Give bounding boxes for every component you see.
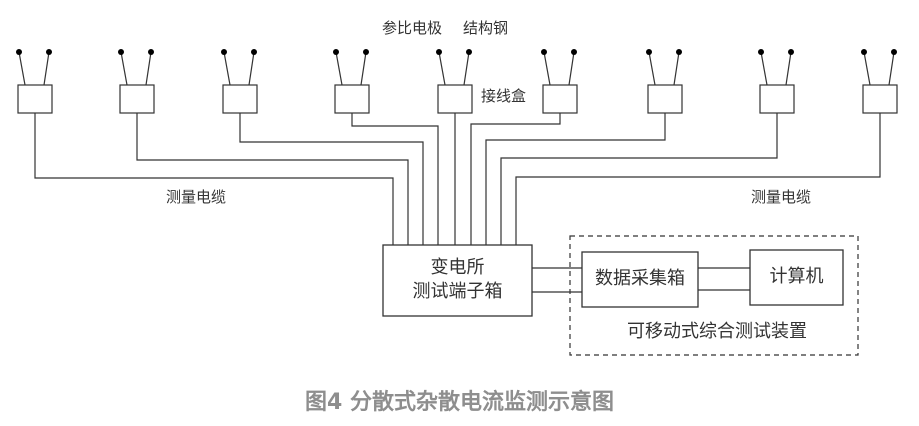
structural-steel-terminal <box>46 49 52 55</box>
measurement-cable <box>239 113 424 245</box>
junction-box-group <box>646 49 683 114</box>
measurement-cable <box>470 113 561 245</box>
reference-electrode-terminal <box>861 49 867 55</box>
mobile-device-label: 可移动式综合测试装置 <box>627 321 807 342</box>
mobile-device-frame <box>569 235 859 356</box>
terminal-box-label: 变电所 测试端子箱 <box>383 256 532 304</box>
reference-electrode-terminal <box>221 49 227 55</box>
structural-steel-terminal <box>676 49 682 55</box>
electrode-lead <box>335 51 343 86</box>
structural-steel-terminal <box>788 49 794 55</box>
electrode-lead <box>760 51 768 86</box>
junction-box-group <box>758 49 795 114</box>
junction-box-group <box>861 49 898 114</box>
measurement-cable <box>515 113 881 245</box>
structural-steel-terminal <box>571 49 577 55</box>
cable-label-right: 测量电缆 <box>751 188 812 206</box>
structural-steel-terminal <box>891 49 897 55</box>
junction-box <box>222 84 258 114</box>
structural-steel-terminal <box>363 49 369 55</box>
electrode-lead <box>648 51 656 86</box>
junction-box <box>862 84 898 114</box>
junction-box-label: 接线盒 <box>481 87 527 105</box>
measurement-cable <box>485 113 666 245</box>
structural-steel-label: 结构钢 <box>463 19 509 37</box>
electrode-lead <box>248 51 255 86</box>
junction-box <box>647 84 683 114</box>
electrode-lead <box>438 51 446 86</box>
reference-electrode-label: 参比电极 <box>382 19 443 37</box>
measurement-cable <box>500 113 778 245</box>
electrode-lead <box>120 51 128 86</box>
electrode-lead <box>18 51 26 86</box>
terminal-box-label-line1: 变电所 <box>430 257 485 278</box>
electrode-lead <box>360 51 367 86</box>
electrode-lead <box>543 51 551 86</box>
electrode-lead <box>673 51 680 86</box>
reference-electrode-terminal <box>541 49 547 55</box>
reference-electrode-terminal <box>16 49 22 55</box>
structural-steel-terminal <box>148 49 154 55</box>
reference-electrode-terminal <box>646 49 652 55</box>
reference-electrode-terminal <box>758 49 764 55</box>
electrode-lead <box>463 51 470 86</box>
electrode-lead <box>43 51 50 86</box>
computer-box-label: 计算机 <box>769 266 824 287</box>
junction-box-group <box>118 49 155 114</box>
junction-box <box>542 84 578 114</box>
structural-steel-terminal <box>466 49 472 55</box>
reference-electrode-terminal <box>333 49 339 55</box>
junction-box-group <box>436 49 473 114</box>
electrode-lead <box>568 51 575 86</box>
junction-box-group <box>333 49 370 114</box>
junction-box-group <box>16 49 53 114</box>
electrode-lead <box>785 51 792 86</box>
junction-box <box>437 84 473 114</box>
terminal-box <box>382 244 533 317</box>
junction-box-group <box>541 49 578 114</box>
data-acquisition-box <box>581 251 699 308</box>
structural-steel-terminal <box>251 49 257 55</box>
junction-box <box>759 84 795 114</box>
junction-box <box>17 84 53 114</box>
electrode-lead <box>863 51 871 86</box>
measurement-cable <box>136 113 409 245</box>
junction-boxes <box>16 49 898 114</box>
electrode-lead <box>888 51 895 86</box>
measurement-cable <box>351 113 439 245</box>
data-acquisition-box-label: 数据采集箱 <box>595 268 685 289</box>
junction-box <box>119 84 155 114</box>
terminal-box-label-line2: 测试端子箱 <box>412 281 503 302</box>
junction-box-group <box>221 49 258 114</box>
figure-caption: 图4 分散式杂散电流监测示意图 <box>305 390 614 415</box>
computer-box <box>749 249 844 306</box>
reference-electrode-terminal <box>118 49 124 55</box>
reference-electrode-terminal <box>436 49 442 55</box>
measurement-cables <box>34 113 881 245</box>
measurement-cable <box>34 113 394 245</box>
cable-label-left: 测量电缆 <box>166 188 227 206</box>
electrode-lead <box>145 51 152 86</box>
electrode-lead <box>223 51 231 86</box>
junction-box <box>334 84 370 114</box>
